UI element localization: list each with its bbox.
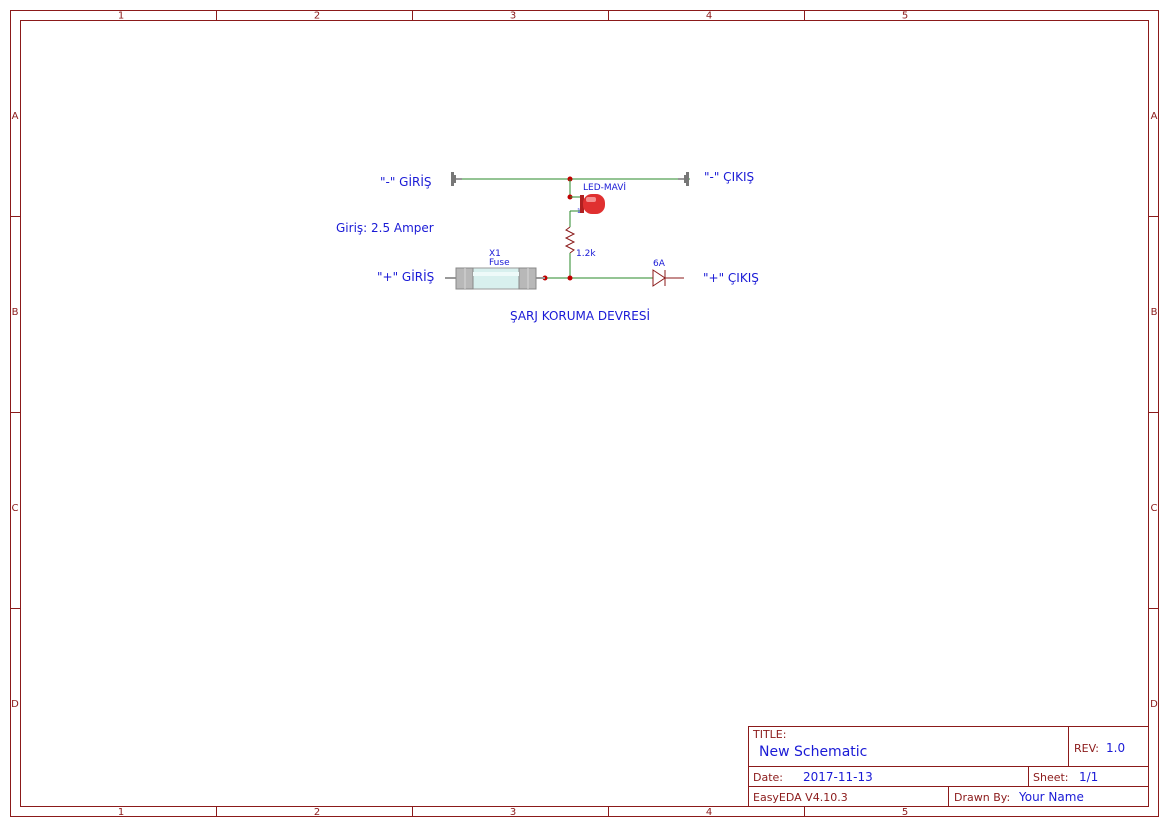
title-value: New Schematic	[759, 744, 867, 760]
led-component[interactable]	[570, 194, 605, 214]
col-label-bottom-2: 2	[314, 807, 320, 818]
drawn-by-value: Your Name	[1018, 790, 1084, 804]
column-dividers	[216, 10, 805, 816]
sheet-label: Sheet:	[1033, 771, 1069, 784]
inner-frame	[20, 20, 1149, 807]
row-label-right-b: B	[1151, 307, 1158, 318]
col-label-bottom-3: 3	[510, 807, 516, 818]
pos-output-label: "+" ÇIKIŞ	[703, 271, 759, 285]
col-label-bottom-5: 5	[902, 807, 908, 818]
row-label-right-a: A	[1151, 111, 1158, 122]
col-label-top-3: 3	[510, 11, 516, 22]
outer-frame	[10, 10, 1159, 817]
led-pin-mark: 1	[577, 208, 581, 215]
date-value: 2017-11-13	[803, 770, 873, 784]
row-label-left-b: B	[12, 307, 19, 318]
title-block	[748, 726, 1149, 807]
col-label-bottom-4: 4	[706, 807, 712, 818]
col-label-bottom-1: 1	[118, 807, 124, 818]
row-label-left-a: A	[12, 111, 19, 122]
col-label-top-4: 4	[706, 11, 712, 22]
row-dividers	[10, 216, 1158, 609]
fuse-name: Fuse	[489, 258, 510, 268]
resistor-value: 1.2k	[576, 249, 596, 259]
diode-component[interactable]	[652, 269, 684, 287]
rev-label: REV:	[1074, 742, 1099, 755]
neg-output-terminal[interactable]	[678, 172, 689, 186]
row-label-left-c: C	[12, 503, 19, 514]
software-label: EasyEDA V4.10.3	[753, 791, 848, 804]
date-label: Date:	[753, 771, 783, 784]
junction-pos-rail	[567, 275, 573, 281]
row-label-right-d: D	[1150, 699, 1158, 710]
col-label-top-1: 1	[118, 11, 124, 22]
neg-input-terminal[interactable]	[451, 172, 462, 186]
led-label: LED-MAVİ	[583, 182, 626, 193]
pos-input-label: "+" GİRİŞ	[377, 269, 434, 284]
row-label-left-d: D	[11, 699, 19, 710]
input-current-note: Giriş: 2.5 Amper	[336, 221, 434, 235]
rev-value: 1.0	[1106, 741, 1125, 755]
title-label: TITLE:	[752, 728, 786, 741]
drawn-by-label: Drawn By:	[954, 791, 1010, 804]
col-label-top-2: 2	[314, 11, 320, 22]
diode-label: 6A	[653, 259, 666, 269]
neg-input-label: "-" GİRİŞ	[380, 174, 432, 189]
neg-output-label: "-" ÇIKIŞ	[704, 170, 754, 184]
fuse-ref: X1	[489, 249, 501, 259]
fuse-component[interactable]	[445, 267, 545, 290]
col-label-top-5: 5	[902, 11, 908, 22]
resistor-component[interactable]	[564, 226, 576, 254]
circuit-title: ŞARJ KORUMA DEVRESİ	[510, 308, 650, 323]
row-label-right-c: C	[1151, 503, 1158, 514]
sheet-value: 1/1	[1079, 770, 1098, 784]
